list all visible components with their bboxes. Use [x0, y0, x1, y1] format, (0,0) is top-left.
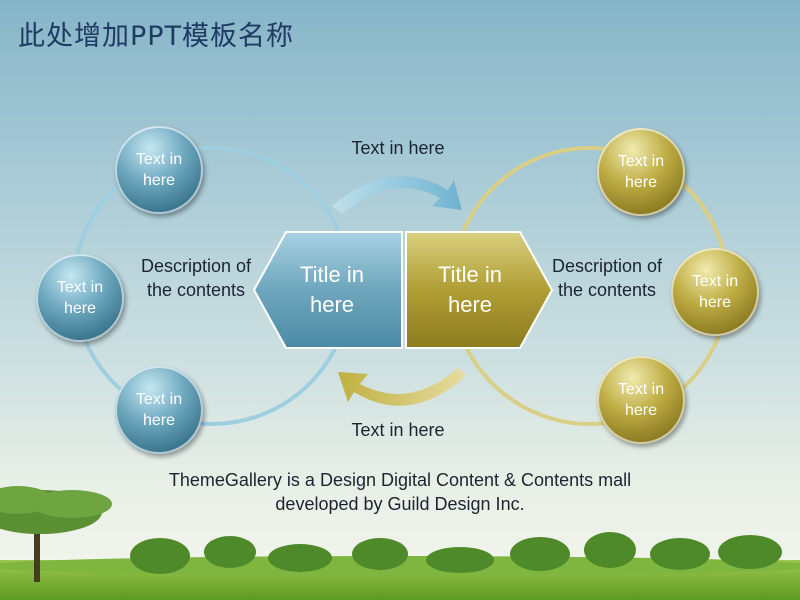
right-description: Description of the contents — [551, 256, 663, 300]
top-arrow-label: Text in here — [351, 138, 445, 158]
slide-title: 此处增加PPT模板名称 — [18, 21, 295, 52]
bottom-arrow-label: Text in here — [351, 420, 445, 440]
footer-caption: ThemeGallery is a Design Digital Content… — [168, 470, 632, 514]
right-title: Title in here — [438, 262, 502, 317]
left-node-top: Text in here — [115, 126, 203, 214]
left-node-middle: Text in here — [36, 254, 124, 342]
right-title-hexagon — [405, 231, 554, 349]
left-title: Title in here — [300, 262, 364, 317]
big-tree-icon — [0, 486, 112, 582]
right-node-middle: Text in here — [671, 248, 759, 336]
left-description: Description of the contents — [140, 256, 252, 300]
left-node-bottom: Text in here — [115, 366, 203, 454]
bottom-arrow-icon — [338, 368, 466, 406]
top-arrow-icon — [332, 176, 462, 214]
right-node-bottom: Text in here — [597, 356, 685, 444]
tree-line — [130, 532, 782, 574]
left-title-hexagon — [252, 231, 403, 349]
right-node-top: Text in here — [597, 128, 685, 216]
